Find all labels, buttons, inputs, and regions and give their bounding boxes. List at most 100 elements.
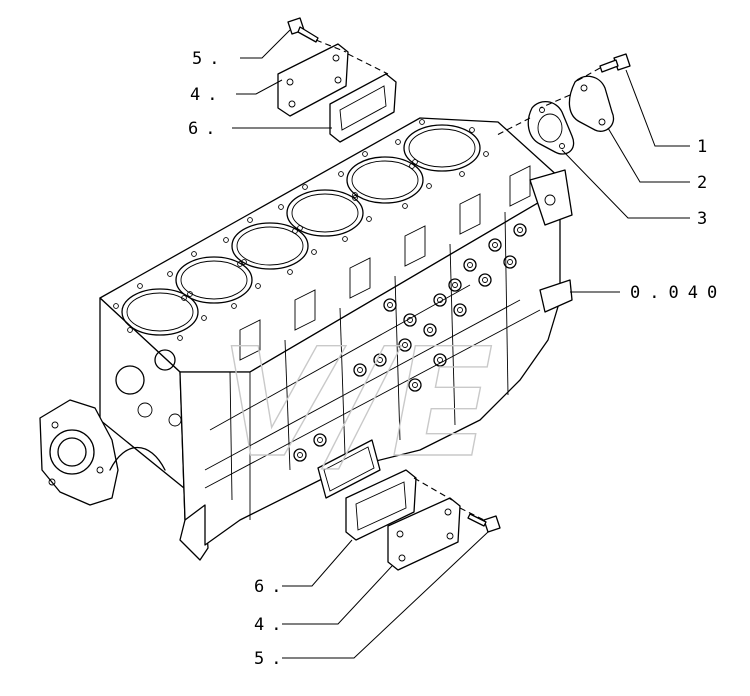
rear-end-pad [529,169,573,226]
bolt-1 [599,53,631,73]
side-boss-hole [517,227,523,233]
callout-4-top: 4. [190,85,219,105]
deck-bolt-hole [287,269,293,275]
gasket-6-top [329,73,397,143]
side-boss [383,298,397,312]
side-boss [433,353,447,367]
deck-bolt-hole [483,151,489,157]
deck-bolt-hole [419,119,425,125]
callout-4-bottom: 4. [254,615,283,635]
side-boss [453,303,467,317]
deck-bolt-hole [402,203,408,209]
cylinder-bore [121,288,199,336]
cover-plate-4-bottom [387,497,461,571]
flange-hole [96,466,104,474]
side-boss-hole [377,357,383,363]
deck-bolt-hole [362,151,368,157]
side-ribs [204,211,541,520]
deck-bolt-hole [302,184,308,190]
top-cover-group [277,17,397,143]
bolt-5-bottom [467,513,501,533]
deck-bolt-holes [113,119,489,341]
deck-bolt-hole [297,225,303,231]
side-boss-hole [297,452,303,458]
deck-bolt-hole [469,127,475,133]
deck-bolt-hole [366,216,372,222]
cover-2 [568,75,615,132]
cylinder-bore [231,222,309,270]
callout-0040: 0.040 [630,283,726,303]
deck-bolt-hole [113,303,119,309]
front-flange [39,399,119,506]
side-boss [423,323,437,337]
side-boss-hole [437,357,443,363]
deck-bolt-hole [237,261,243,267]
side-boss [478,273,492,287]
callout-3: 3 [697,209,708,229]
deck-bolt-hole [342,236,348,242]
side-boss [313,433,327,447]
side-boss-hole [507,259,513,265]
deck-bolt-hole [255,283,261,289]
callout-6-bottom: 6. [254,577,283,597]
cylinder-bore [403,124,481,172]
deck-bolt-hole [426,183,432,189]
callout-1: 1 [697,137,708,157]
bottom-cover-group [345,469,501,571]
side-boss [448,278,462,292]
side-boss-hole [387,302,393,308]
leader-lines [232,29,690,659]
side-boss-hole [402,342,408,348]
front-gallery [154,349,176,371]
deck-bolt-hole [127,327,133,333]
side-boss [408,378,422,392]
flange-bore-inner [57,437,87,467]
cylinder-bore [346,156,424,204]
cylinder-bore [175,256,253,304]
deck-bolt-hole [187,291,193,297]
callout-5-top: 5. [192,49,221,69]
side-boss-hole [357,367,363,373]
side-boss-hole [492,242,498,248]
callout-2: 2 [697,173,708,193]
gasket-6-bottom [345,469,417,541]
deck-bolt-hole [352,195,358,201]
side-boss-hole [467,262,473,268]
cover-plate-4-top [277,43,349,117]
side-boss [353,363,367,377]
deck-bolt-hole [338,171,344,177]
deck-bolt-hole [201,315,207,321]
side-boss [373,353,387,367]
bolt-5-top [287,17,319,43]
side-boss-hole [407,317,413,323]
deck-bolt-hole [247,217,253,223]
callout-6-top: 6. [188,119,217,139]
side-boss-hole [457,307,463,313]
deck-bolt-hole [352,192,358,198]
deck-bolt-hole [167,271,173,277]
side-boss [403,313,417,327]
gasket-3 [527,101,575,155]
side-boss [293,448,307,462]
top-right-cover-group [494,53,631,155]
deck-bolt-hole [459,171,465,177]
deck-bolt-hole [181,295,187,301]
deck-bolt-hole [278,204,284,210]
side-boss [398,338,412,352]
side-boss [433,293,447,307]
side-boss-hole [427,327,433,333]
block-side-face [179,189,561,546]
side-boss-hole [317,437,323,443]
flange-hole [48,478,56,486]
cylinder-bores [121,124,481,336]
flange-hole [51,421,59,429]
deck-bolt-hole [412,159,418,165]
callout-labels: 5. 4. 6. 1 2 3 0.040 6. 4. 5. [188,49,726,669]
front-gallery [115,365,145,395]
deck-bolt-hole [137,283,143,289]
side-boss-hole [437,297,443,303]
rear-lug [539,279,573,313]
deck-bolt-hole [395,139,401,145]
deck-bolt-hole [223,237,229,243]
side-boss [513,223,527,237]
